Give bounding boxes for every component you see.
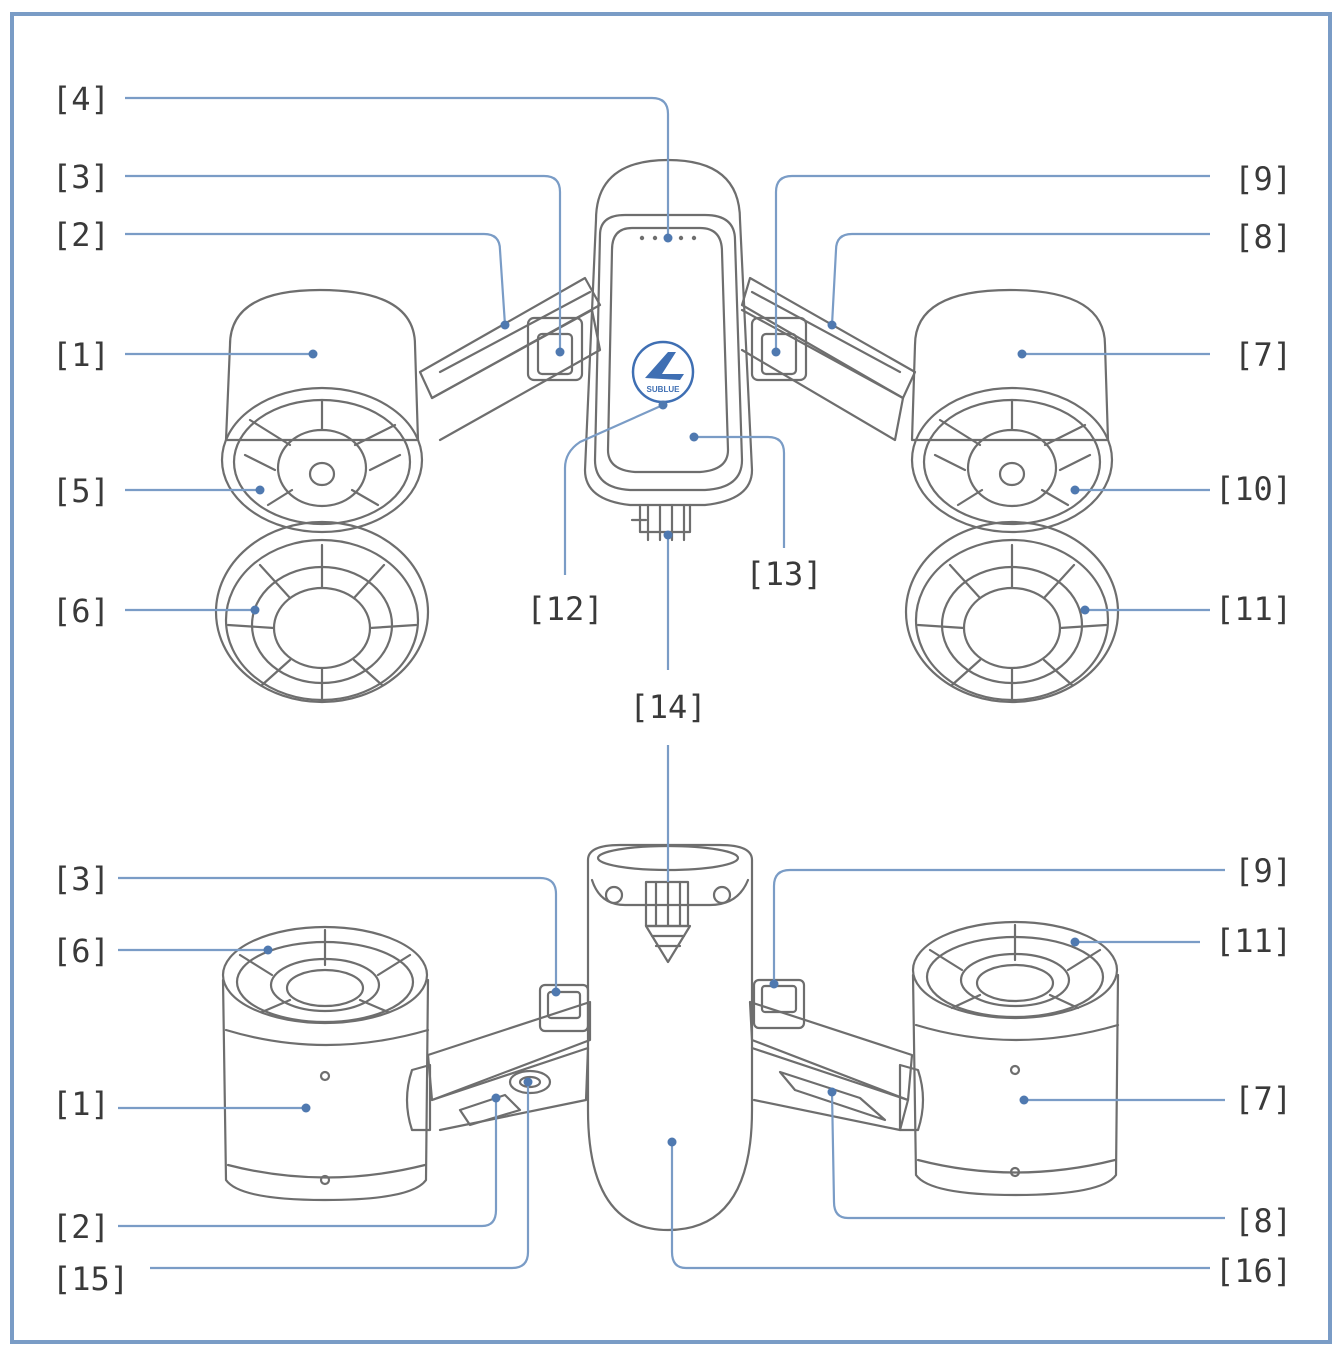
leader-2-bottom [118,1098,498,1228]
leader-8-top [830,232,1210,326]
callout-13: [13] [745,555,822,593]
callout-14: [14] [629,688,706,726]
callout-2-bottom: [2] [52,1208,110,1246]
leader-dots [250,233,1090,1147]
callout-11-bottom: [11] [1215,922,1292,960]
brand-logo: SUBLUE [631,340,695,404]
callout-8-bottom: [8] [1234,1202,1292,1240]
leader-3-bottom [118,876,558,992]
callout-7-bottom: [7] [1234,1080,1292,1118]
leader-12 [563,403,664,575]
bottom-view-drawing [221,843,1120,1232]
leader-13 [694,435,786,548]
callout-labels-bottom: [3] [6] [1] [2] [15] [9] [11] [7] [8] [1… [52,852,1292,1298]
callout-9-bottom: [9] [1234,852,1292,890]
top-view-drawing [214,158,1120,704]
callout-12: [12] [526,590,603,628]
leader-8-bottom [830,1091,1225,1220]
leader-4 [125,96,670,238]
logo-text: SUBLUE [647,385,681,394]
callout-5: [5] [52,472,110,510]
callout-10: [10] [1215,470,1292,508]
leader-15 [150,1082,530,1270]
callout-9-top: [9] [1234,160,1292,198]
leader-16 [670,1142,1210,1270]
leader-3-top [125,174,562,352]
callout-3-top: [3] [52,158,110,196]
leader-9-top [774,174,1210,352]
callout-16: [16] [1215,1252,1292,1290]
leader-2-top [125,232,507,326]
callout-2-top: [2] [52,216,110,254]
callout-labels-top: [4] [3] [2] [1] [5] [6] [9] [8] [7] [10]… [52,80,1292,726]
leader-lines [118,96,1225,1270]
leader-9-bottom [772,868,1225,984]
callout-1-top: [1] [52,336,110,374]
callout-6-bottom: [6] [52,932,110,970]
diagram-frame [10,12,1332,1344]
callout-4: [4] [52,80,110,118]
callout-3-bottom: [3] [52,860,110,898]
callout-1-bottom: [1] [52,1085,110,1123]
callout-8-top: [8] [1234,218,1292,256]
callout-6-top: [6] [52,592,110,630]
callout-7-top: [7] [1234,336,1292,374]
callout-15: [15] [52,1260,129,1298]
callout-11-top: [11] [1215,590,1292,628]
